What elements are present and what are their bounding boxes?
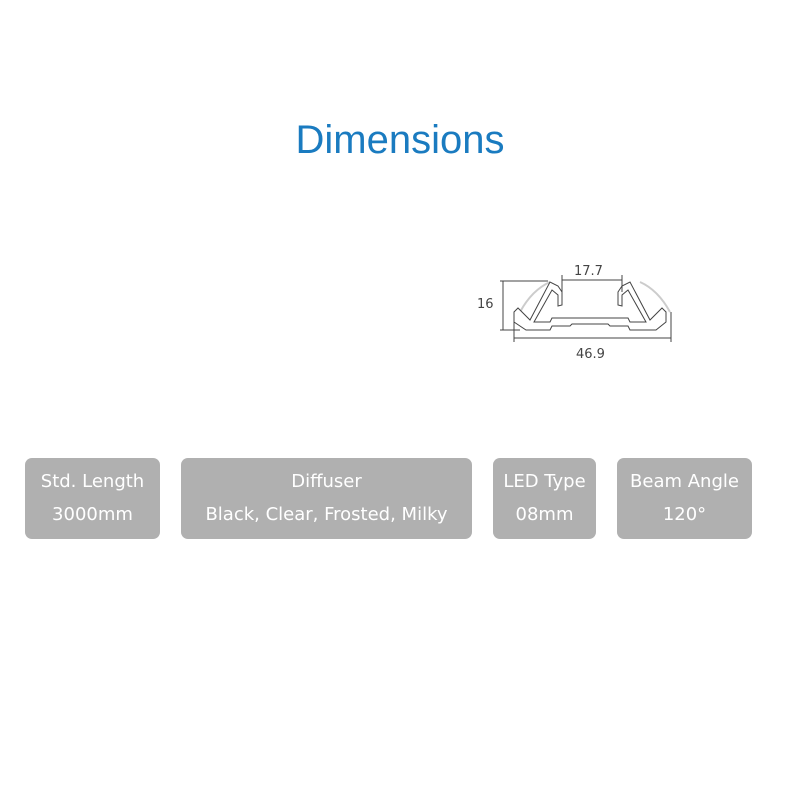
spec-label: Diffuser [291, 471, 362, 492]
spec-value: 08mm [515, 504, 574, 525]
spec-std-length: Std. Length 3000mm [25, 458, 160, 539]
spec-label: Beam Angle [630, 471, 739, 492]
opening-label: 17.7 [574, 264, 603, 279]
spec-beam-angle: Beam Angle 120° [617, 458, 752, 539]
spec-value: 3000mm [52, 504, 133, 525]
spec-value: Black, Clear, Frosted, Milky [205, 504, 448, 525]
spec-diffuser: Diffuser Black, Clear, Frosted, Milky [181, 458, 472, 539]
spec-label: Std. Length [40, 471, 145, 492]
left-diffuser [519, 281, 551, 313]
spec-value: 120° [662, 504, 707, 525]
profile-outline [513, 281, 667, 331]
spec-label: LED Type [503, 471, 586, 492]
profile-diagram: 16 17.7 46.9 [477, 264, 672, 362]
spec-led-type: LED Type 08mm [493, 458, 596, 539]
height-label: 16 [477, 297, 494, 312]
width-label: 46.9 [576, 347, 605, 362]
page-title: Dimensions [295, 118, 505, 162]
right-diffuser [639, 281, 671, 313]
